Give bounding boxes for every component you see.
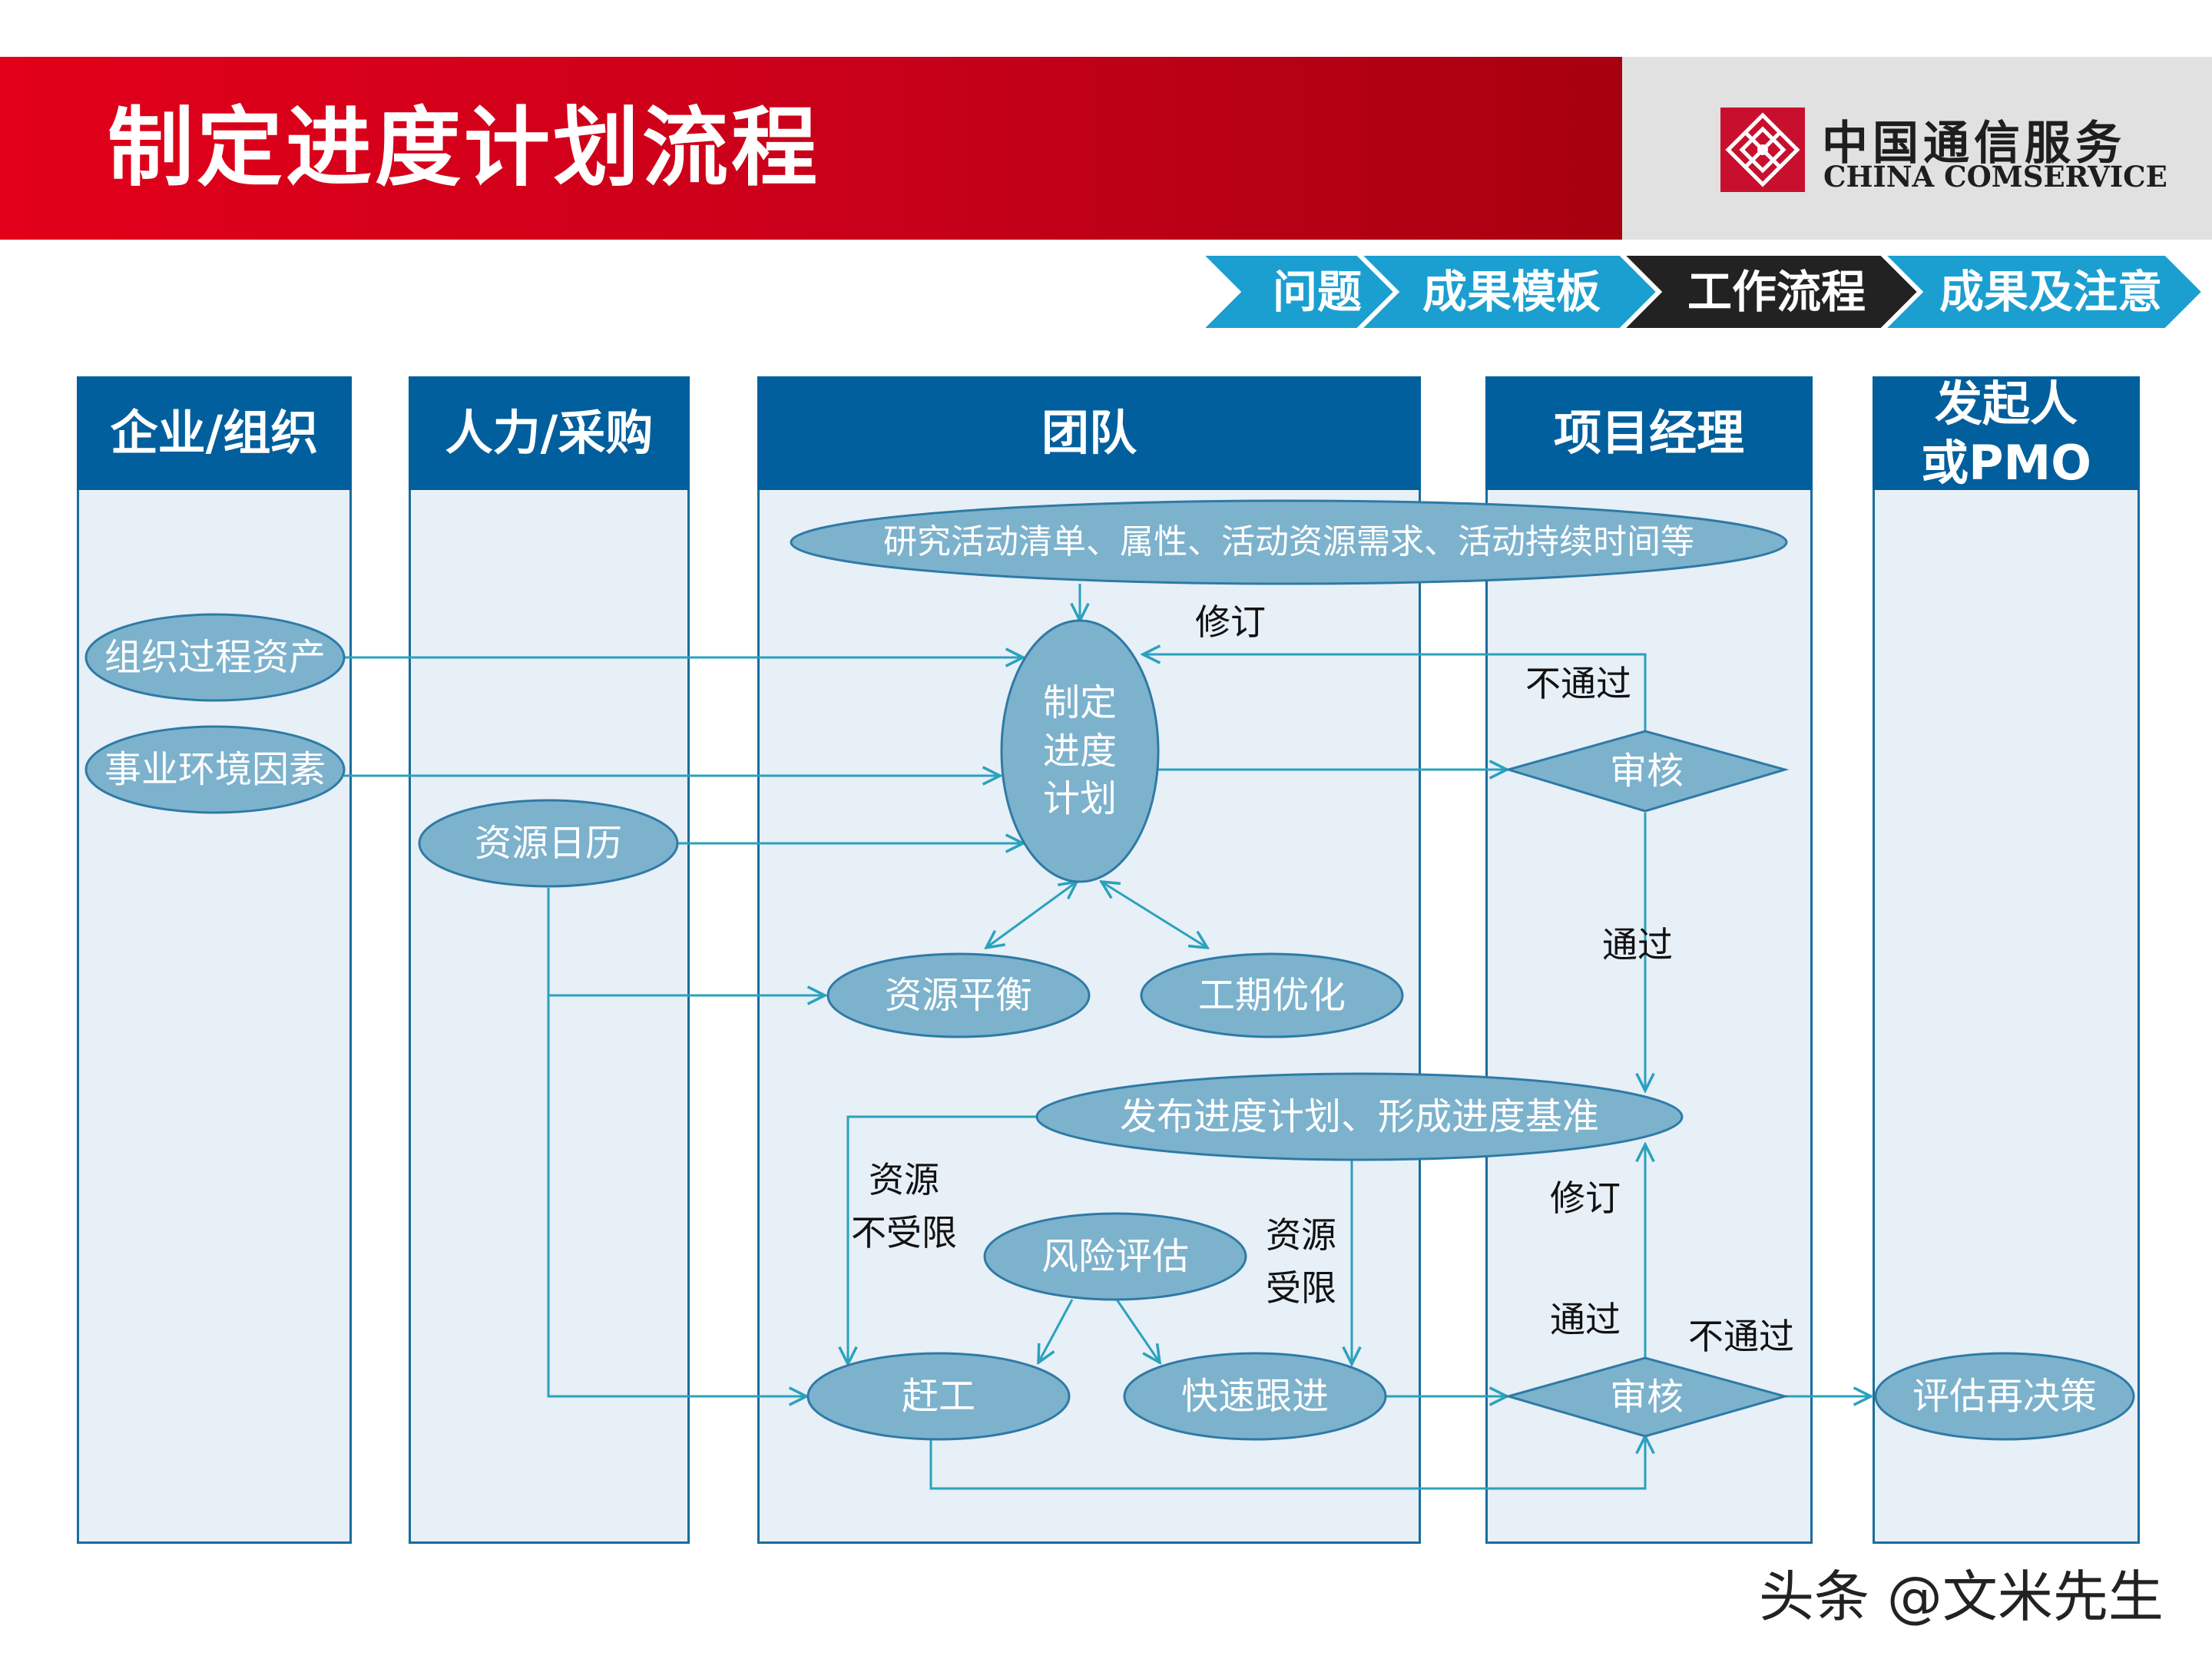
node-review-1-label: 审核 [1609, 749, 1684, 793]
node-resource-calendar-label: 资源日历 [474, 821, 622, 865]
note-limited: 资源 受限 [1266, 1214, 1336, 1309]
node-publish-label: 发布进度计划、形成进度基准 [1119, 1094, 1599, 1138]
node-review-1 [1504, 730, 1790, 813]
arrow-review-revise [1143, 654, 1647, 733]
node-review-2 [1504, 1356, 1790, 1438]
node-reassess [1874, 1352, 2135, 1441]
step-label-workflow[interactable]: 工作流程 [1687, 266, 1866, 318]
note-pass-1: 通过 [1602, 924, 1673, 965]
node-risk-label: 风险评估 [1041, 1234, 1189, 1278]
node-env-factors-label: 事业环境因素 [104, 747, 326, 791]
arrow-risk-fasttrack [1115, 1299, 1160, 1363]
watermark: 头条 @文米先生 [1759, 1565, 2164, 1629]
node-study-label: 研究活动清单、属性、活动资源需求、活动持续时间等 [883, 522, 1694, 562]
node-duration-opt [1140, 952, 1404, 1038]
node-resource-calendar [418, 799, 679, 888]
note-revise-1: 修订 [1195, 601, 1266, 643]
note-unlimited: 资源 不受限 [851, 1159, 957, 1253]
title-banner [0, 57, 1622, 240]
step-label-template[interactable]: 成果模板 [1422, 266, 1601, 318]
node-fast-track-label: 快速跟进 [1181, 1374, 1329, 1418]
lane-header-team: 团队 [757, 376, 1421, 490]
node-resource-leveling [826, 952, 1091, 1038]
arrow-calendar-crashing [547, 995, 806, 1396]
note-fail-1: 不通过 [1525, 663, 1631, 704]
node-make-plan [1000, 619, 1160, 883]
arrow-calendar-leveling [547, 888, 825, 995]
node-org-assets-label: 组织过程资产 [104, 635, 326, 679]
note-pass-2: 通过 [1550, 1299, 1621, 1340]
node-risk [983, 1212, 1247, 1301]
page-title: 制定进度计划流程 [108, 98, 820, 198]
lane-header-hr-procurement: 人力/采购 [409, 376, 690, 490]
arrow-plan-leveling [986, 882, 1077, 948]
node-duration-opt-label: 工期优化 [1197, 973, 1346, 1017]
lane-header-enterprise: 企业/组织 [77, 376, 352, 490]
node-crashing [806, 1352, 1071, 1441]
node-review-2-label: 审核 [1609, 1375, 1684, 1419]
note-fail-2: 不通过 [1688, 1316, 1794, 1357]
node-study [790, 499, 1788, 585]
step-label-notes[interactable]: 成果及注意 [1939, 266, 2162, 318]
logo-name-en: CHINA COMSERVICE [1823, 160, 2167, 194]
step-label-issue[interactable]: 问题 [1272, 266, 1362, 318]
company-logo-icon [1720, 108, 1805, 192]
node-org-assets [84, 613, 346, 702]
lane-header-project-manager: 项目经理 [1485, 376, 1813, 490]
node-make-plan-label: 制定 进度 计划 [1042, 681, 1117, 821]
lane-enterprise [77, 376, 352, 1544]
step-chevron-4 [1876, 251, 2208, 333]
lane-header-sponsor-pmo: 发起人 或PMO [1873, 376, 2140, 491]
logo-name-cn: 中国通信服务 [1822, 117, 2126, 171]
arrow-publish-crashing [848, 1115, 1037, 1364]
arrow-plan-duration [1101, 882, 1207, 948]
arrow-risk-crashing [1038, 1299, 1074, 1363]
node-env-factors [84, 725, 346, 814]
lane-sponsor-pmo [1873, 376, 2140, 1544]
arrow-crashing-review [929, 1436, 1645, 1490]
node-publish [1035, 1072, 1684, 1161]
node-reassess-label: 评估再决策 [1912, 1374, 2097, 1418]
step-chevrons [1194, 251, 2208, 333]
note-revise-2: 修订 [1550, 1177, 1621, 1219]
node-resource-leveling-label: 资源平衡 [884, 973, 1032, 1017]
node-crashing-label: 赶工 [901, 1374, 975, 1418]
node-fast-track [1123, 1352, 1387, 1441]
